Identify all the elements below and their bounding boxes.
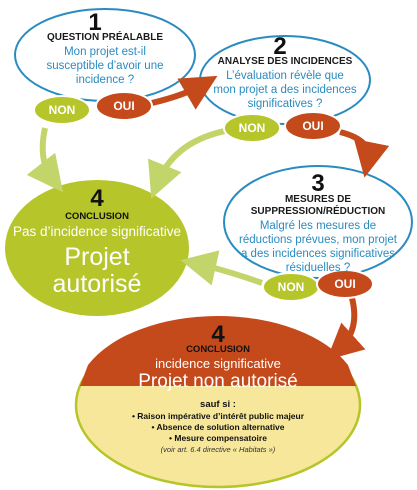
step3-oui-pill	[316, 269, 374, 299]
step2-title: ANALYSE DES INCIDENCES	[217, 56, 353, 67]
step2-oui-pill	[284, 111, 342, 141]
arrow-oui-step2	[339, 129, 390, 178]
step2-non-pill	[223, 113, 281, 143]
step1-non-pill	[33, 95, 91, 125]
conclusion-ko-title: CONCLUSION	[186, 344, 250, 355]
arrow-non-step1	[26, 127, 64, 193]
step2-text-line3: significatives ?	[247, 98, 323, 110]
arrow-non-step3	[180, 250, 263, 286]
step3-text-line4: résiduelles ?	[285, 262, 351, 274]
step3-text-line3: a des incidences significatives	[240, 248, 396, 260]
conclusion-ko-exception-2: • Absence de solution alternative	[151, 422, 285, 432]
step1-oui-pill	[95, 91, 153, 121]
conclusion-ko-top-band	[80, 315, 356, 386]
conclusion-ko-exception-3: • Mesure compensatoire	[169, 433, 267, 443]
conclusion-ok-title: CONCLUSION	[65, 211, 129, 222]
step2-oui-label: OUI	[302, 119, 324, 133]
conclusion-ko-exception-1: • Raison impérative d’intérêt public maj…	[131, 411, 305, 421]
step1-text-line2: susceptible d’avoir une	[46, 60, 164, 72]
step3-oui-label: OUI	[334, 277, 356, 291]
step1-text-line1: Mon projet est-il	[64, 46, 146, 58]
step1-number: 1	[88, 9, 102, 36]
step2-text-line1: L’évaluation révèle que	[226, 70, 344, 82]
arrow-oui-step1	[151, 75, 218, 110]
arrow-oui-step3	[326, 297, 366, 361]
conclusion-ko-result: Projet non autorisé	[138, 371, 298, 392]
step3-number: 3	[311, 170, 325, 197]
step3-bubble	[223, 165, 413, 279]
conclusion-ko-exception-intro: sauf si :	[200, 399, 236, 410]
conclusion-ko-subtitle: incidence significative	[155, 356, 281, 371]
step3-title-line2: SUPPRESSION/RÉDUCTION	[250, 206, 386, 217]
step2-number: 2	[273, 33, 287, 60]
step1-text-line3: incidence ?	[75, 74, 135, 86]
step3-title-line1: MESURES DE	[284, 194, 352, 205]
conclusion-ok-number: 4	[90, 185, 104, 212]
conclusion-ok-result-line1: Projet	[64, 243, 130, 271]
step2-text-line2: mon projet a des incidences	[213, 84, 357, 96]
conclusion-ok-bubble	[5, 180, 189, 316]
conclusion-ok-result-line2: autorisé	[52, 270, 142, 298]
conclusion-ko-reference: (voir art. 6.4 directive « Habitats »)	[160, 445, 276, 454]
step3-non-label: NON	[277, 280, 305, 294]
step2-non-label: NON	[238, 121, 266, 135]
step3-text-line1: Malgré les mesures de	[259, 220, 377, 232]
conclusion-ok-subtitle: Pas d’incidence significative	[12, 224, 182, 239]
conclusion-ko-number: 4	[211, 321, 225, 348]
arrow-non-step2	[148, 127, 231, 199]
step3-text-line2: réductions prévues, mon projet	[239, 234, 397, 246]
step1-oui-label: OUI	[113, 99, 135, 113]
step1-title: QUESTION PRÉALABLE	[46, 32, 164, 43]
step1-non-label: NON	[48, 103, 76, 117]
